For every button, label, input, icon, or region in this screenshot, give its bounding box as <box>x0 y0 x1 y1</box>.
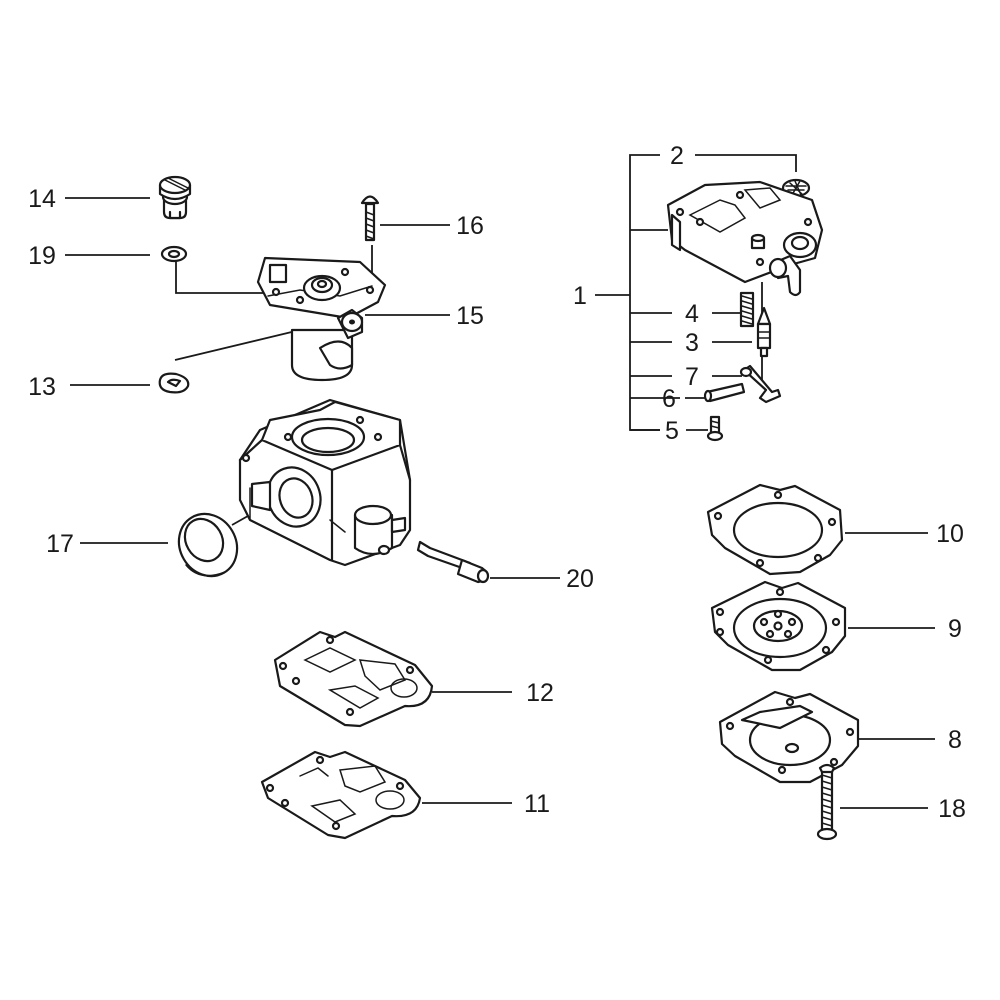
part-3-inlet-needle <box>756 306 772 358</box>
part-7-lever <box>739 364 782 404</box>
label-part-2: 2 <box>670 142 684 170</box>
part-18-long-screw <box>816 763 838 841</box>
label-part-19: 19 <box>28 242 56 270</box>
label-part-4: 4 <box>685 300 699 328</box>
label-part-11: 11 <box>524 790 550 818</box>
part-6-pin <box>703 382 746 403</box>
label-part-10: 10 <box>936 520 964 548</box>
label-part-7: 7 <box>685 363 699 391</box>
label-part-18: 18 <box>938 795 966 823</box>
label-part-12: 12 <box>526 679 554 707</box>
label-part-8: 8 <box>948 726 962 754</box>
part-4-spring <box>739 291 755 328</box>
part-10-gasket <box>706 483 844 576</box>
part-labels: 1 2 4 3 7 6 5 14 19 16 15 13 17 20 12 11… <box>28 142 966 823</box>
part-carburetor-top-cover <box>256 256 387 382</box>
label-part-14: 14 <box>28 185 56 213</box>
label-part-5: 5 <box>665 417 679 445</box>
label-part-17: 17 <box>46 530 74 558</box>
part-14-idle-screw <box>158 175 192 220</box>
part-5-screw <box>706 415 724 442</box>
part-9-diaphragm <box>710 580 847 672</box>
label-part-3: 3 <box>685 329 699 357</box>
part-11-gasket <box>260 750 422 840</box>
part-12-gasket <box>273 630 434 728</box>
part-19-washer <box>160 245 188 263</box>
label-part-15: 15 <box>456 302 484 330</box>
leader-bracket-1 <box>629 154 660 431</box>
part-16-screw <box>360 195 380 242</box>
part-20-needle <box>416 540 490 584</box>
part-8-cover <box>718 690 860 784</box>
part-carburetor-body <box>238 398 412 567</box>
label-part-20: 20 <box>566 565 594 593</box>
label-part-9: 9 <box>948 615 962 643</box>
label-part-1: 1 <box>573 282 587 310</box>
part-13-clip <box>158 372 190 394</box>
label-part-16: 16 <box>456 212 484 240</box>
part-17-seal <box>177 512 239 578</box>
label-part-13: 13 <box>28 373 56 401</box>
label-part-6: 6 <box>662 385 676 413</box>
part-1-pump-body <box>666 180 824 297</box>
